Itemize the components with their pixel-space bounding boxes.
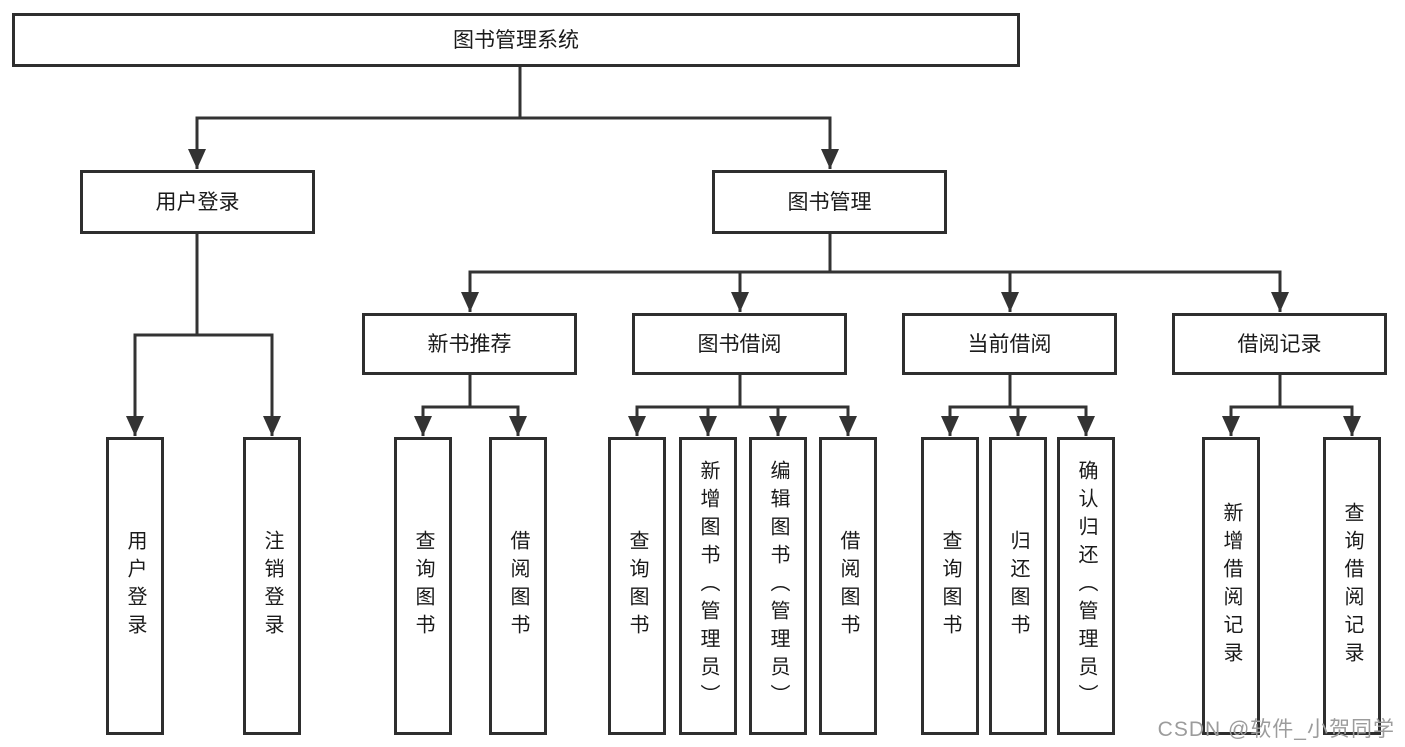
node-library-management-system: 图书管理系统 [12, 13, 1020, 67]
node-label: 查询图书 [939, 530, 961, 642]
node-leaf-query-borrow-record: 查询借阅记录 [1323, 437, 1381, 735]
node-leaf-query-books-borrowing: 查询图书 [608, 437, 666, 735]
node-leaf-query-books-current: 查询图书 [921, 437, 979, 735]
node-book-borrowing: 图书借阅 [632, 313, 847, 375]
node-label: 新增借阅记录 [1220, 502, 1242, 670]
node-leaf-logout: 注销登录 [243, 437, 301, 735]
node-book-management: 图书管理 [712, 170, 947, 234]
node-user-login: 用户登录 [80, 170, 315, 234]
node-label: 用户登录 [124, 530, 146, 642]
node-label: 查询图书 [412, 530, 434, 642]
node-leaf-borrow-books-recommend: 借阅图书 [489, 437, 547, 735]
node-leaf-add-borrow-record: 新增借阅记录 [1202, 437, 1260, 735]
node-label: 归还图书 [1007, 530, 1029, 642]
csdn-watermark: CSDN @软件_小贺同学 [1157, 718, 1395, 741]
node-new-book-recommend: 新书推荐 [362, 313, 577, 375]
node-leaf-add-books-admin: 新增图书（管理员） [679, 437, 737, 735]
node-leaf-query-books-recommend: 查询图书 [394, 437, 452, 735]
node-label: 借阅记录 [1237, 332, 1322, 356]
node-label: 借阅图书 [507, 530, 529, 642]
node-label: 新增图书（管理员） [697, 460, 719, 712]
node-label: 新书推荐 [427, 332, 512, 356]
node-leaf-confirm-return-admin: 确认归还（管理员） [1057, 437, 1115, 735]
node-label: 查询借阅记录 [1341, 502, 1363, 670]
node-label: 图书管理 [787, 190, 872, 214]
node-label: 查询图书 [626, 530, 648, 642]
node-label: 用户登录 [155, 190, 240, 214]
node-label: 确认归还（管理员） [1075, 460, 1097, 712]
node-label: 编辑图书（管理员） [767, 460, 789, 712]
node-label: 注销登录 [261, 530, 283, 642]
node-current-borrowing: 当前借阅 [902, 313, 1117, 375]
node-leaf-borrow-books: 借阅图书 [819, 437, 877, 735]
node-label: 图书管理系统 [453, 28, 579, 52]
node-leaf-return-books: 归还图书 [989, 437, 1047, 735]
node-label: 当前借阅 [967, 332, 1052, 356]
node-label: 图书借阅 [697, 332, 782, 356]
node-leaf-edit-books-admin: 编辑图书（管理员） [749, 437, 807, 735]
node-leaf-user-login: 用户登录 [106, 437, 164, 735]
node-borrowing-records: 借阅记录 [1172, 313, 1387, 375]
node-label: 借阅图书 [837, 530, 859, 642]
